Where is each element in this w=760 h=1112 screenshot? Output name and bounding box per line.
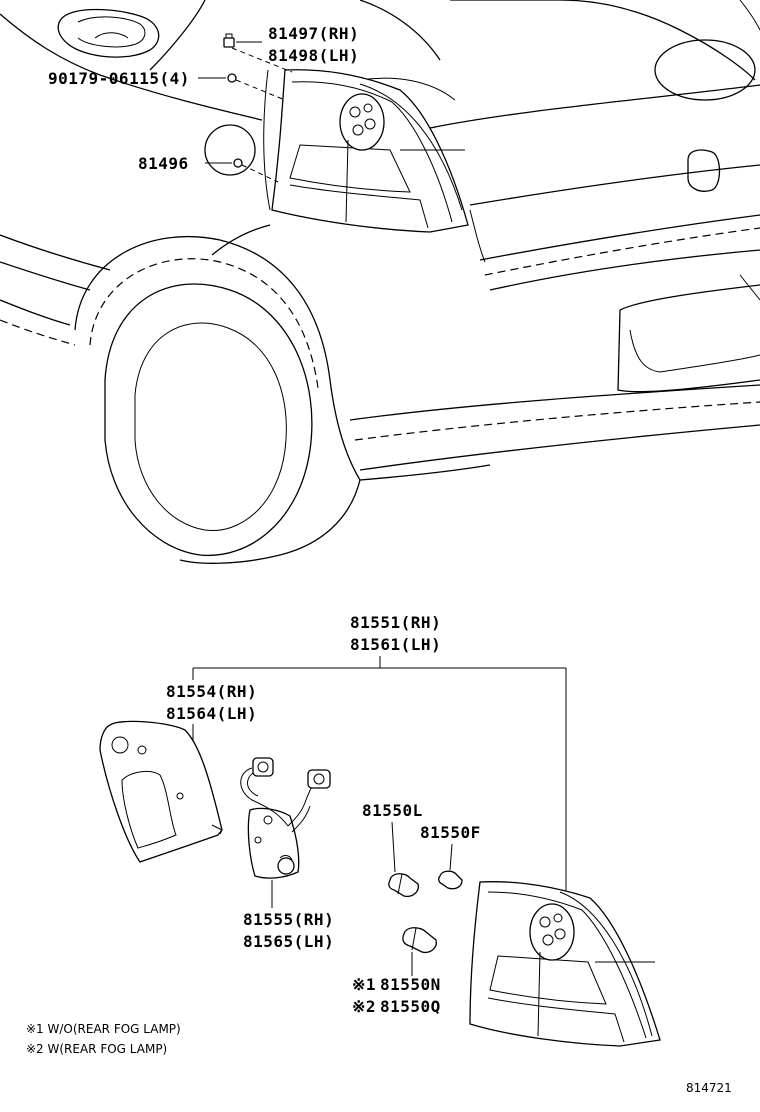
callout-90179-06115: 90179-06115(4) [48, 69, 190, 88]
gasket-81554 [99, 720, 223, 863]
socket-wire-81555 [240, 757, 331, 879]
callout-81554: 81554(RH) [166, 682, 257, 701]
bulb-81550N [402, 927, 437, 954]
car-body-illustration [0, 0, 760, 564]
callout-81555: 81555(RH) [243, 910, 334, 929]
callout-81496: 81496 [138, 154, 189, 173]
tail-lamp-assembly-81551 [469, 881, 661, 1047]
callout-81498: 81498(LH) [268, 46, 359, 65]
callout-81561: 81561(LH) [350, 635, 441, 654]
callout-81550Q: 81550Q [380, 997, 441, 1016]
nut-81496 [233, 158, 243, 168]
bracket-81551 [192, 656, 567, 900]
figure-id: 814721 [686, 1081, 732, 1095]
callout-81565: 81565(LH) [243, 932, 334, 951]
callout-81550N: 81550N [380, 975, 441, 994]
callout-81551: 81551(RH) [350, 613, 441, 632]
note-2: ※2 W(REAR FOG LAMP) [26, 1042, 167, 1056]
bulb-81550L [388, 873, 419, 898]
nut-90179 [227, 73, 237, 83]
clip-81497 [223, 33, 235, 48]
note-1: ※1 W/O(REAR FOG LAMP) [26, 1022, 181, 1036]
leader-81497-dashed [231, 47, 293, 73]
leader-90179-dashed [235, 79, 286, 101]
leader-81550F [449, 843, 453, 871]
callout-81550F: 81550F [420, 823, 481, 842]
leader-81550L [391, 821, 396, 873]
callout-81564: 81564(LH) [166, 704, 257, 723]
callout-81550N-mark: ※1 [352, 975, 376, 994]
leader-81496-dashed [241, 164, 279, 183]
tail-lamp-installed [271, 69, 469, 233]
callout-81550L: 81550L [362, 801, 423, 820]
callout-81497: 81497(RH) [268, 24, 359, 43]
bulb-81550F [438, 870, 463, 890]
callout-81550Q-mark: ※2 [352, 997, 376, 1016]
